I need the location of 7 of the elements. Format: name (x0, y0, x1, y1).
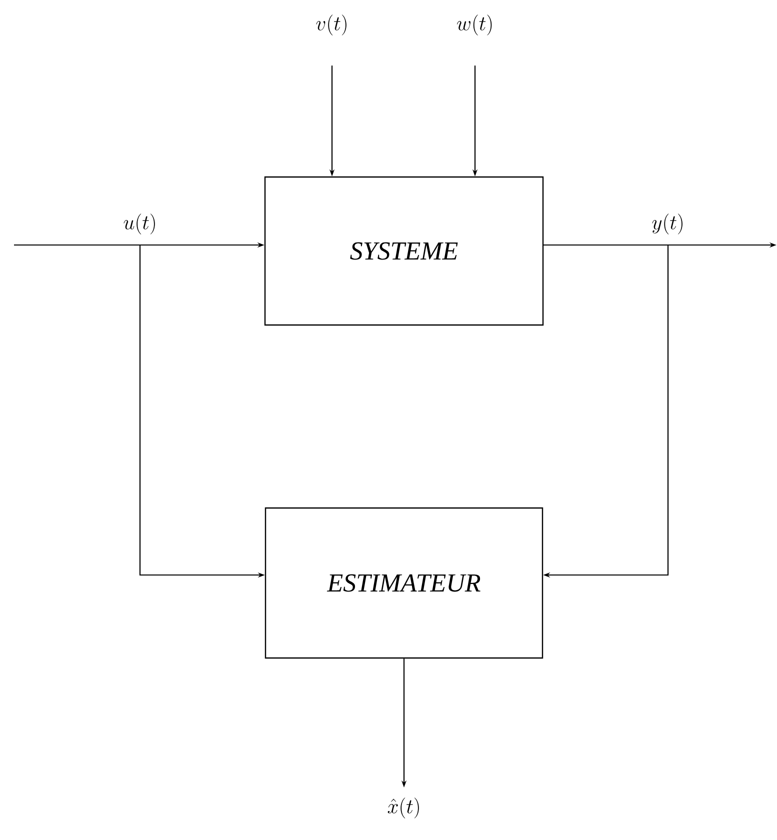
signal-label: $w(t)$ (457, 14, 492, 36)
signal-label: $v(t)$ (316, 14, 346, 36)
signal-label: $\hat{x}(t)$ (388, 798, 419, 818)
edge-label: $y(t)$ (652, 214, 682, 234)
edge-label: $u(t)$ (124, 214, 155, 234)
process-box: SYSTEME (264, 176, 544, 326)
process-box: ESTIMATEUR (264, 507, 544, 659)
